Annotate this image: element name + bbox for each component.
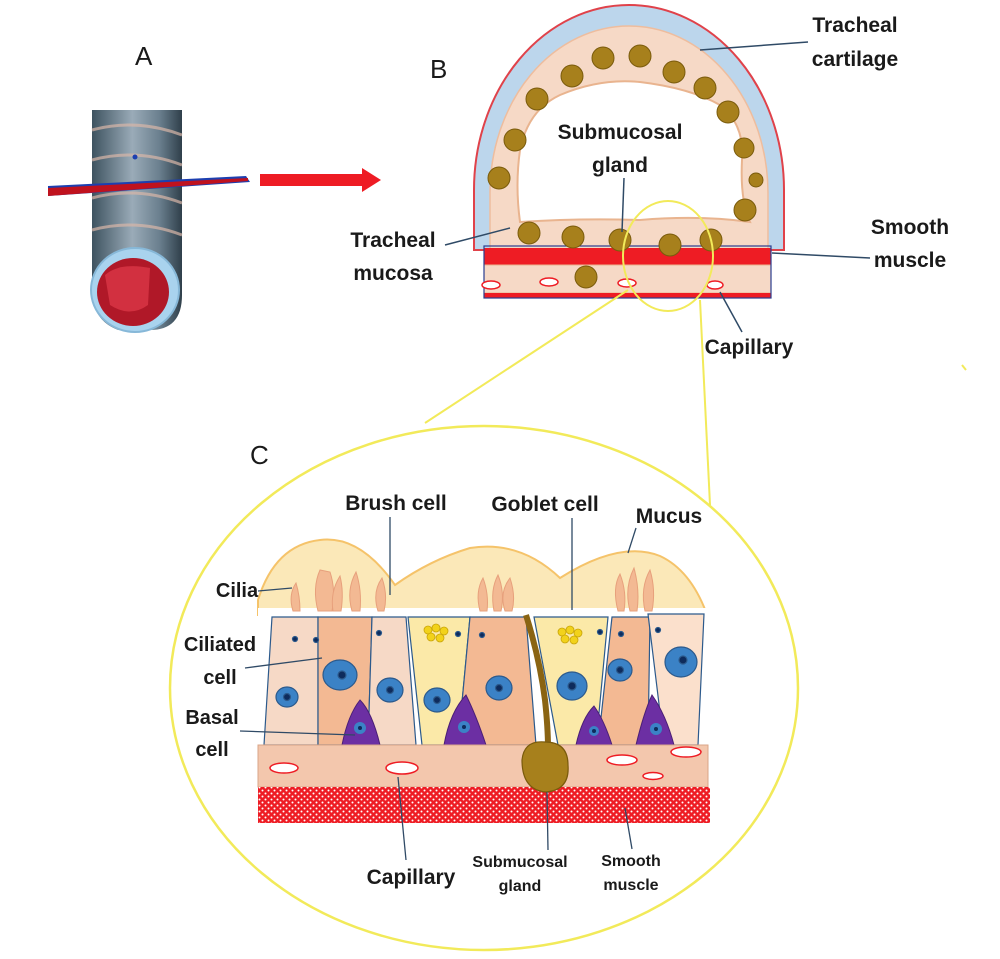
panel-c-leaders	[239, 517, 637, 861]
tracheal-cartilage-label-2: cartilage	[812, 48, 898, 71]
smooth-muscle-band	[484, 248, 771, 265]
smooth-muscle-label-c-2: muscle	[603, 877, 658, 894]
zoom-connector-lines	[424, 289, 711, 506]
submucosal-gland-c	[521, 741, 569, 793]
mucus-layer	[257, 538, 707, 616]
capillary-label-c: Capillary	[367, 866, 456, 889]
panel-a-trachea-tube	[48, 110, 250, 333]
cilia	[290, 566, 655, 612]
ciliated-cell-label-1: Ciliated	[184, 634, 256, 656]
submucosal-gland-label-2: gland	[592, 154, 648, 177]
panel-a-label: A	[135, 41, 153, 71]
goblet-cell-label: Goblet cell	[491, 493, 598, 516]
submucosal-gland-label-c-2: gland	[499, 878, 542, 895]
ciliated-cell-label-2: cell	[203, 667, 236, 689]
tracheal-mucosa-label-1: Tracheal	[350, 229, 435, 252]
zoom-circle-small	[622, 200, 714, 312]
smooth-muscle-layer	[258, 787, 710, 823]
capillary-label-b: Capillary	[705, 336, 794, 359]
capillary-vessels-c	[269, 746, 702, 781]
basal-cell-label-1: Basal	[185, 707, 238, 729]
smooth-muscle-label-2: muscle	[874, 249, 946, 272]
stray-mark	[961, 364, 967, 371]
submucosal-gland-label-c-1: Submucosal	[472, 854, 567, 871]
tracheal-mucosa-label-2: mucosa	[353, 262, 433, 285]
basal-cell-label-2: cell	[195, 739, 228, 761]
panel-c-epithelium	[257, 538, 710, 823]
submucosal-gland-label-1: Submucosal	[558, 121, 683, 144]
tracheal-cartilage-label-1: Tracheal	[812, 14, 897, 37]
panel-b-label: B	[430, 54, 447, 84]
submucosal-glands-b	[487, 44, 764, 289]
brush-cell	[367, 616, 417, 746]
panel-b-cross-section	[473, 4, 785, 312]
panel-a-arrow	[260, 168, 381, 192]
gland-duct	[523, 614, 551, 749]
panel-b-leaders	[444, 41, 871, 333]
ciliated-cell-4	[597, 616, 651, 746]
smooth-muscle-label-c-1: Smooth	[601, 853, 661, 870]
cilia-label: Cilia	[216, 580, 259, 602]
brush-cell-label: Brush cell	[345, 492, 447, 515]
mucus-label: Mucus	[636, 505, 703, 528]
smooth-muscle-label-1: Smooth	[871, 216, 949, 239]
capillary-vessels-b	[481, 277, 724, 290]
lamina-propria	[257, 744, 709, 788]
ciliated-cell-1	[263, 616, 319, 746]
panel-c-label: C	[250, 440, 269, 470]
